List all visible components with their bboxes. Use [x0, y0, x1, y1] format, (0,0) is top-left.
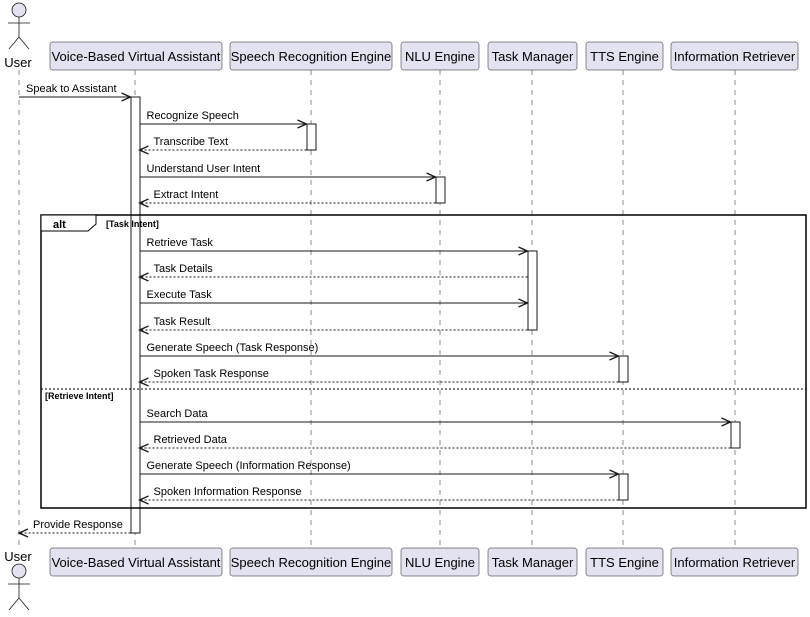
alt-keyword: alt [53, 219, 66, 231]
message-arrow: Task Details [137, 263, 528, 282]
participant-label: Voice-Based Virtual Assistant [52, 555, 221, 570]
message-arrow: Speak to Assistant [19, 83, 133, 102]
participant-tts-bottom: TTS Engine [585, 547, 664, 577]
message-label: Recognize Speech [147, 110, 239, 122]
message-arrow: Provide Response [17, 519, 131, 538]
activation-bar [130, 96, 141, 534]
participant-tm-top: Task Manager [487, 41, 578, 71]
participant-nlu-bottom: NLU Engine [400, 547, 480, 577]
message-arrow: Recognize Speech [139, 110, 309, 129]
activation-bar [618, 473, 629, 501]
participant-ir-top: Information Retriever [670, 41, 799, 71]
message-arrow: Search Data [139, 408, 733, 427]
participant-ir-bottom: Information Retriever [670, 547, 799, 577]
participant-label: TTS Engine [590, 49, 659, 64]
participant-label: Speech Recognition Engine [231, 555, 391, 570]
participant-label: Information Retriever [674, 555, 796, 570]
message-label: Execute Task [147, 289, 213, 301]
message-arrow: Spoken Information Response [137, 486, 619, 505]
actor-label-bottom: User [4, 549, 32, 564]
message-label: Task Result [154, 316, 211, 328]
message-label: Generate Speech (Task Response) [147, 342, 319, 354]
message-label: Task Details [154, 263, 214, 275]
message-label: Retrieve Task [147, 237, 214, 249]
alt-fragment-tab [40, 214, 97, 232]
message-label: Retrieved Data [154, 434, 228, 446]
participant-label: Task Manager [492, 555, 574, 570]
message-arrow: Retrieved Data [137, 434, 731, 453]
message-label: Spoken Information Response [154, 486, 302, 498]
guard-retrieve-intent: [Retrieve Intent] [45, 391, 114, 401]
activation-bar [306, 123, 317, 151]
participant-nlu-top: NLU Engine [400, 41, 480, 71]
message-arrow: Generate Speech (Task Response) [139, 342, 621, 361]
message-label: Generate Speech (Information Response) [147, 460, 351, 472]
alt-fragment [40, 214, 807, 509]
message-label: Provide Response [33, 519, 123, 531]
participant-label: TTS Engine [590, 555, 659, 570]
actor-label-top: User [4, 55, 32, 70]
participant-label: NLU Engine [405, 49, 475, 64]
message-arrow: Task Result [137, 316, 528, 335]
message-arrow: Generate Speech (Information Response) [139, 460, 621, 479]
participant-label: Task Manager [492, 49, 574, 64]
message-label: Understand User Intent [147, 163, 261, 175]
message-arrow: Spoken Task Response [137, 368, 619, 387]
message-label: Transcribe Text [154, 136, 229, 148]
participant-vva-top: Voice-Based Virtual Assistant [49, 41, 223, 71]
message-arrow: Retrieve Task [139, 237, 530, 256]
participant-tm-bottom: Task Manager [487, 547, 578, 577]
participant-vva-bottom: Voice-Based Virtual Assistant [49, 547, 223, 577]
activation-bar [618, 355, 629, 383]
stick-figure-icon [8, 563, 30, 611]
activation-bar [435, 176, 446, 204]
participant-label: Voice-Based Virtual Assistant [52, 49, 221, 64]
participant-label: Information Retriever [674, 49, 796, 64]
participant-sre-top: Speech Recognition Engine [229, 41, 393, 71]
message-arrow: Understand User Intent [139, 163, 438, 182]
participant-label: NLU Engine [405, 555, 475, 570]
message-arrow: Execute Task [139, 289, 530, 308]
message-arrow: Transcribe Text [137, 136, 307, 155]
activation-bar [527, 250, 538, 331]
guard-task-intent: [Task Intent] [106, 219, 159, 229]
participant-tts-top: TTS Engine [585, 41, 664, 71]
message-label: Speak to Assistant [26, 83, 117, 95]
activation-bar [730, 421, 741, 449]
participant-sre-bottom: Speech Recognition Engine [229, 547, 393, 577]
message-arrow: Extract Intent [137, 189, 436, 208]
stick-figure-icon [8, 2, 30, 50]
message-label: Extract Intent [154, 189, 219, 201]
message-label: Spoken Task Response [154, 368, 269, 380]
message-label: Search Data [147, 408, 209, 420]
participant-label: Speech Recognition Engine [231, 49, 391, 64]
